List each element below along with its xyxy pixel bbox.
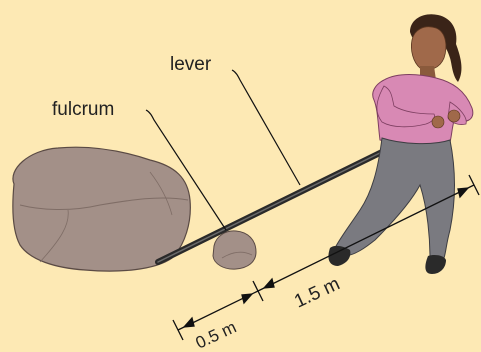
lever-label: lever: [170, 54, 212, 75]
fulcrum-label: fulcrum: [52, 99, 114, 120]
fulcrum-rock: [213, 231, 256, 269]
large-rock: [13, 147, 190, 271]
